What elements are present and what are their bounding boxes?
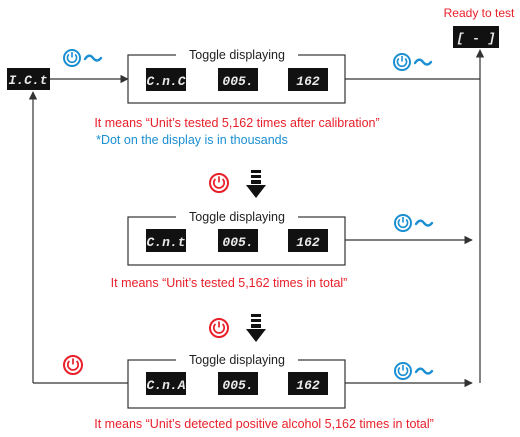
power-icon [209, 173, 229, 193]
block-3-display-2-text: 005. [222, 378, 253, 393]
block-2-display-2 [218, 229, 258, 252]
block-3-title: Toggle displaying [189, 353, 285, 367]
block-2-display-1 [146, 229, 186, 252]
block-1-display-3 [288, 68, 328, 91]
block-2: Toggle displaying C.n.t 005. 162 It mean… [111, 209, 348, 290]
block-3-display-3 [288, 372, 328, 395]
ready-to-test-label: Ready to test [444, 6, 515, 20]
block-2-display-2-text: 005. [222, 235, 253, 250]
block-1-title: Toggle displaying [189, 48, 285, 62]
block-3-display-1-text: C.n.A [146, 378, 185, 393]
start-display-text: I.C.t [8, 73, 47, 88]
block-3-display-3-text: 162 [296, 378, 320, 393]
start-display: I.C.t [7, 68, 50, 90]
block-1-display-3-text: 162 [296, 74, 320, 89]
block-2-caption: It means “Unit’s tested 5,162 times in t… [111, 276, 348, 290]
block-1: Toggle displaying C.n.C 005. 162 It mean… [94, 47, 380, 147]
block-2-display-3 [288, 229, 328, 252]
block-1-display-2-text: 005. [222, 74, 253, 89]
ready-display-text: [ - ] [456, 31, 495, 46]
block-2-title: Toggle displaying [189, 210, 285, 224]
block-3-display-2 [218, 372, 258, 395]
block-2-display-3-text: 162 [296, 235, 320, 250]
block-1-display-1 [146, 68, 186, 91]
block-1-caption: It means “Unit’s tested 5,162 times afte… [94, 116, 379, 130]
power-icon [63, 355, 83, 375]
arrow-down-icon [246, 314, 266, 342]
block-1-note: *Dot on the display is in thousands [96, 133, 288, 147]
power-wave-icon [394, 214, 434, 232]
block-1-display-2 [218, 68, 258, 91]
block-3: Toggle displaying C.n.A 005. 162 It mean… [94, 352, 434, 431]
arrow-down-icon [246, 170, 266, 198]
power-wave-icon [63, 49, 103, 67]
connectors [28, 49, 485, 388]
power-wave-icon [394, 362, 434, 380]
ready-display: [ - ] [453, 26, 499, 48]
block-3-display-1 [146, 372, 186, 395]
power-wave-icon [393, 53, 433, 71]
block-2-display-1-text: C.n.t [146, 235, 185, 250]
power-icon [209, 318, 229, 338]
block-1-display-1-text: C.n.C [146, 74, 185, 89]
block-3-caption: It means “Unit’s detected positive alcoh… [94, 417, 434, 431]
